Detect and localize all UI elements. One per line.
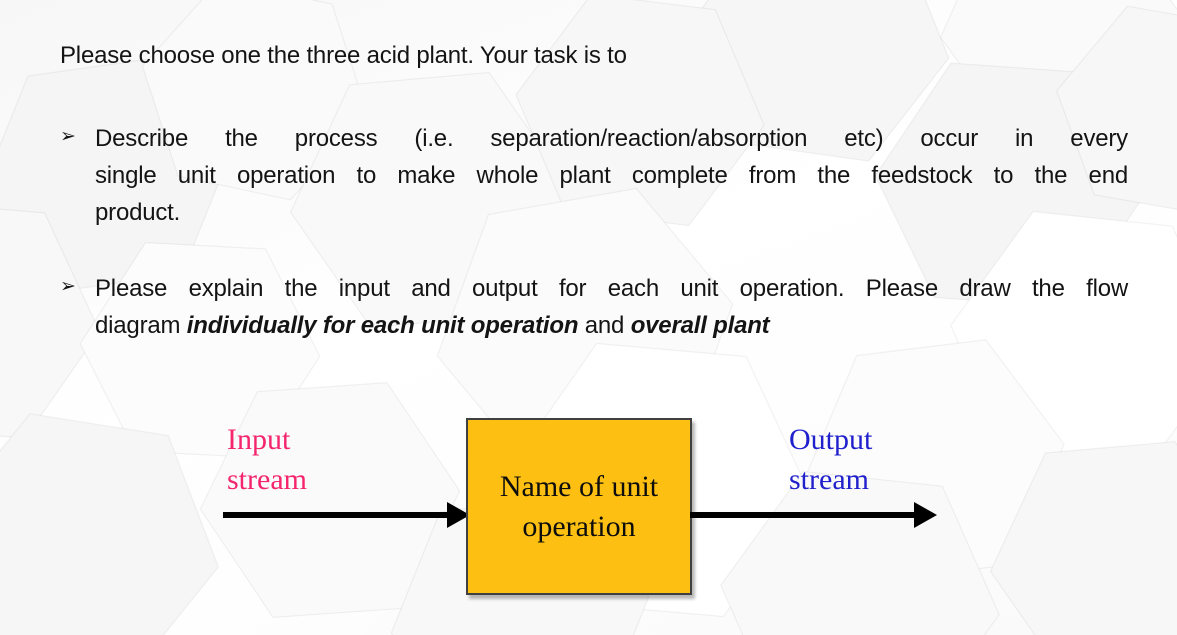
bullet1-line2: single unit operation to make whole plan… [95, 162, 1128, 189]
bullet-item-describe-process: ➢ Describe the process (i.e. separation/… [60, 120, 1128, 231]
input-stream-arrow [223, 502, 470, 528]
bullet2-line2-emphasis1: individually for each unit operation [186, 312, 579, 339]
output-stream-label-line2: stream [789, 463, 869, 496]
bullet1-line1: Describe the process (i.e. separation/re… [95, 125, 1128, 152]
bullet2-line1: Please explain the input and output for … [95, 275, 1128, 302]
bullet-arrow-icon: ➢ [60, 276, 76, 297]
input-stream-label-line1: Input [227, 423, 291, 456]
output-stream-label-line1: Output [789, 423, 873, 456]
unit-operation-box-line2: operation [522, 509, 636, 543]
bullet-item-explain-input-output: ➢ Please explain the input and output fo… [60, 270, 1128, 344]
bullet2-line2-normal2: and [578, 312, 631, 339]
slide-title: Please choose one the three acid plant. … [60, 42, 627, 69]
bullet-text: Describe the process (i.e. separation/re… [95, 120, 1128, 231]
output-stream-label: Output stream [789, 420, 872, 500]
bullet2-line2-normal1: diagram [95, 312, 187, 339]
output-stream-arrow [690, 502, 937, 528]
bullet-text: Please explain the input and output for … [95, 270, 1128, 344]
bullet1-line3: product. [95, 199, 181, 226]
bullet2-line2-emphasis2: overall plant [630, 312, 770, 339]
bullet2-line2: diagram individually for each unit opera… [95, 307, 1128, 344]
unit-operation-box: Name of unit operation [466, 418, 692, 595]
input-stream-label: Input stream [227, 420, 307, 500]
input-stream-label-line2: stream [227, 463, 307, 496]
unit-operation-box-line1: Name of unit [499, 469, 659, 503]
bullet-arrow-icon: ➢ [60, 126, 76, 147]
